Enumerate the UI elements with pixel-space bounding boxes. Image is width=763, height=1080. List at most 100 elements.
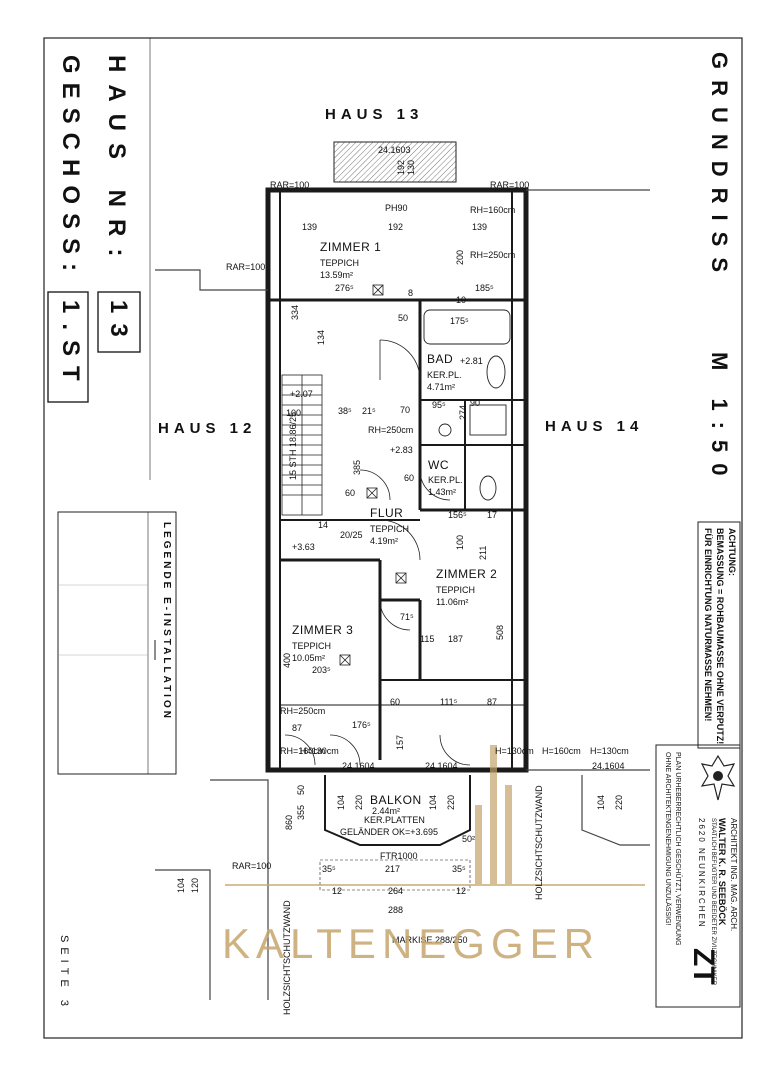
geschoss-value: 1.ST	[57, 300, 84, 391]
dim-139-b: 139	[472, 222, 488, 232]
dim-192: 192	[388, 222, 404, 232]
annotation-level-207: +2.07	[290, 389, 313, 399]
haus-nr-value: 13	[105, 300, 132, 347]
haus-nr-box	[97, 291, 141, 353]
scale-label: M 1:50	[707, 352, 732, 487]
dim-60-b: 60	[404, 473, 415, 483]
dim-508: 508	[495, 624, 505, 640]
staircase	[281, 374, 323, 516]
dim-95: 95⁵	[432, 400, 446, 410]
room-zimmer-2-name: ZIMMER 2	[436, 567, 498, 581]
room-flur-name: FLUR	[370, 506, 404, 520]
annotation-window-3: 24.1604	[592, 761, 625, 771]
room-wc-area: 1.43m²	[428, 487, 457, 497]
watermark-logo-icon	[225, 745, 645, 886]
annotation-markise: MARKISE 288/250	[392, 935, 468, 945]
annotation-stair-b: 20/25	[340, 530, 363, 540]
geschoss-box	[47, 291, 89, 403]
dim-8-a: 8	[408, 288, 414, 298]
bathroom-fixtures	[423, 309, 511, 501]
dim-104-a: 104	[336, 794, 346, 810]
annotation-rh-250-b: RH=250cm	[368, 425, 414, 435]
grundriss-title: GRUNDRISS	[707, 52, 732, 284]
room-zimmer-1-area: 13.59m²	[320, 270, 354, 280]
dim-35-a: 35⁵	[322, 864, 336, 874]
architect-line-5: PLAN URHEBERRECHTLICH GESCHÜTZT, VERWEND…	[674, 752, 681, 946]
annotation-rh-160-top: RH=160cm	[470, 205, 516, 215]
annotation-holz-right: HOLZSICHTSCHUTZWAND	[534, 785, 544, 900]
achtung-line-2: BEMASSUNG = ROHBAUMASSE OHNE VERPUTZ!	[715, 528, 725, 745]
eagle-emblem-icon	[700, 754, 736, 801]
room-balkon-floor: KER.PLATTEN	[364, 815, 425, 825]
annotation-level-283: +2.83	[390, 445, 413, 455]
room-balkon-area: 2.44m²	[372, 806, 401, 816]
achtung-box	[697, 521, 741, 749]
dim-60-a: 60	[345, 488, 356, 498]
dim-217: 217	[385, 864, 401, 874]
dim-111: 111⁵	[440, 697, 458, 707]
dim-139-a: 139	[302, 222, 318, 232]
dim-12-a: 12	[332, 886, 343, 896]
dim-220-b: 220	[446, 794, 456, 810]
neighbour-outlines	[154, 189, 650, 1000]
geschoss-label: GESCHOSS:	[57, 55, 84, 281]
annotation-rh-160-b: RH=160cm	[280, 746, 326, 756]
architect-line-4: 2620 NEUNKIRCHEN	[697, 818, 706, 929]
annotation-rh-250-a: RH=250cm	[470, 250, 516, 260]
dim-156: 156⁵	[448, 510, 467, 520]
architect-line-1: ARCHITEKT ING. MAG. ARCH.	[729, 818, 738, 932]
sheet-border	[43, 37, 743, 1039]
top-balcony-hatch	[333, 141, 457, 183]
dim-203: 203⁵	[312, 665, 331, 675]
dim-35-b: 35⁵	[452, 864, 466, 874]
annotation-h160-right: H=160cm	[542, 746, 581, 756]
annotation-h130-c: H=130cm	[590, 746, 629, 756]
annotation-level-363: +3.63	[292, 542, 315, 552]
room-flur-floor: TEPPICH	[370, 524, 410, 534]
legend-rows	[58, 584, 148, 656]
dim-211: 211	[478, 545, 488, 560]
dim-90: 90	[470, 398, 481, 408]
outer-walls	[265, 187, 529, 773]
room-zimmer-2-floor: TEPPICH	[436, 585, 476, 595]
room-wc-floor: KER.PL.	[428, 475, 463, 485]
legend-title: LEGENDE E-INSTALLATION	[161, 522, 172, 721]
room-wc-name: WC	[428, 458, 449, 472]
dim-70: 70	[400, 405, 411, 415]
dim-157: 157	[395, 734, 405, 750]
dim-104-c: 104	[596, 794, 606, 810]
room-zimmer-3-area: 10.05m²	[292, 653, 326, 663]
dim-130: 130	[406, 159, 416, 175]
dim-385: 385	[352, 459, 362, 475]
dim-120: 120	[190, 877, 200, 893]
dim-176: 176⁵	[352, 720, 371, 730]
dim-175: 175⁵	[450, 316, 469, 326]
annotation-stair: 15 STH 18.86/25	[288, 411, 298, 480]
room-balkon-name: BALKON	[370, 793, 422, 807]
dim-14: 14	[318, 520, 329, 530]
annotation-window-1: 24.1604	[342, 761, 375, 771]
dim-60-c: 60	[390, 697, 401, 707]
annotation-ftr: FTR1000	[380, 851, 418, 861]
dim-71: 71⁵	[400, 612, 414, 622]
dim-264: 264	[388, 886, 404, 896]
page-number: SEITE 3	[58, 935, 70, 1011]
room-zimmer-1-floor: TEPPICH	[320, 258, 360, 268]
neighbor-left-label: HAUS 12	[158, 420, 257, 437]
architect-box	[655, 744, 741, 1008]
dim-187: 187	[448, 634, 464, 644]
room-bad-floor: KER.PL.	[427, 370, 462, 380]
electrical-symbols	[339, 284, 407, 666]
architect-line-2: WALTER K. R. SEEBÖCK	[717, 818, 727, 926]
dim-10-a: 10	[456, 295, 467, 305]
annotation-gelaender: GELÄNDER OK=+3.695	[340, 827, 439, 837]
room-zimmer-3-name: ZIMMER 3	[292, 623, 354, 637]
room-zimmer-1-name: ZIMMER 1	[320, 240, 382, 254]
annotation-level-281: +2.81	[460, 356, 483, 366]
dim-220-a: 220	[354, 794, 364, 810]
annotation-h130-b: H=130cm	[495, 746, 534, 756]
dim-12-b: 12	[456, 886, 467, 896]
haus-nr-label: HAUS NR:	[103, 55, 130, 269]
dim-400: 400	[282, 652, 292, 668]
